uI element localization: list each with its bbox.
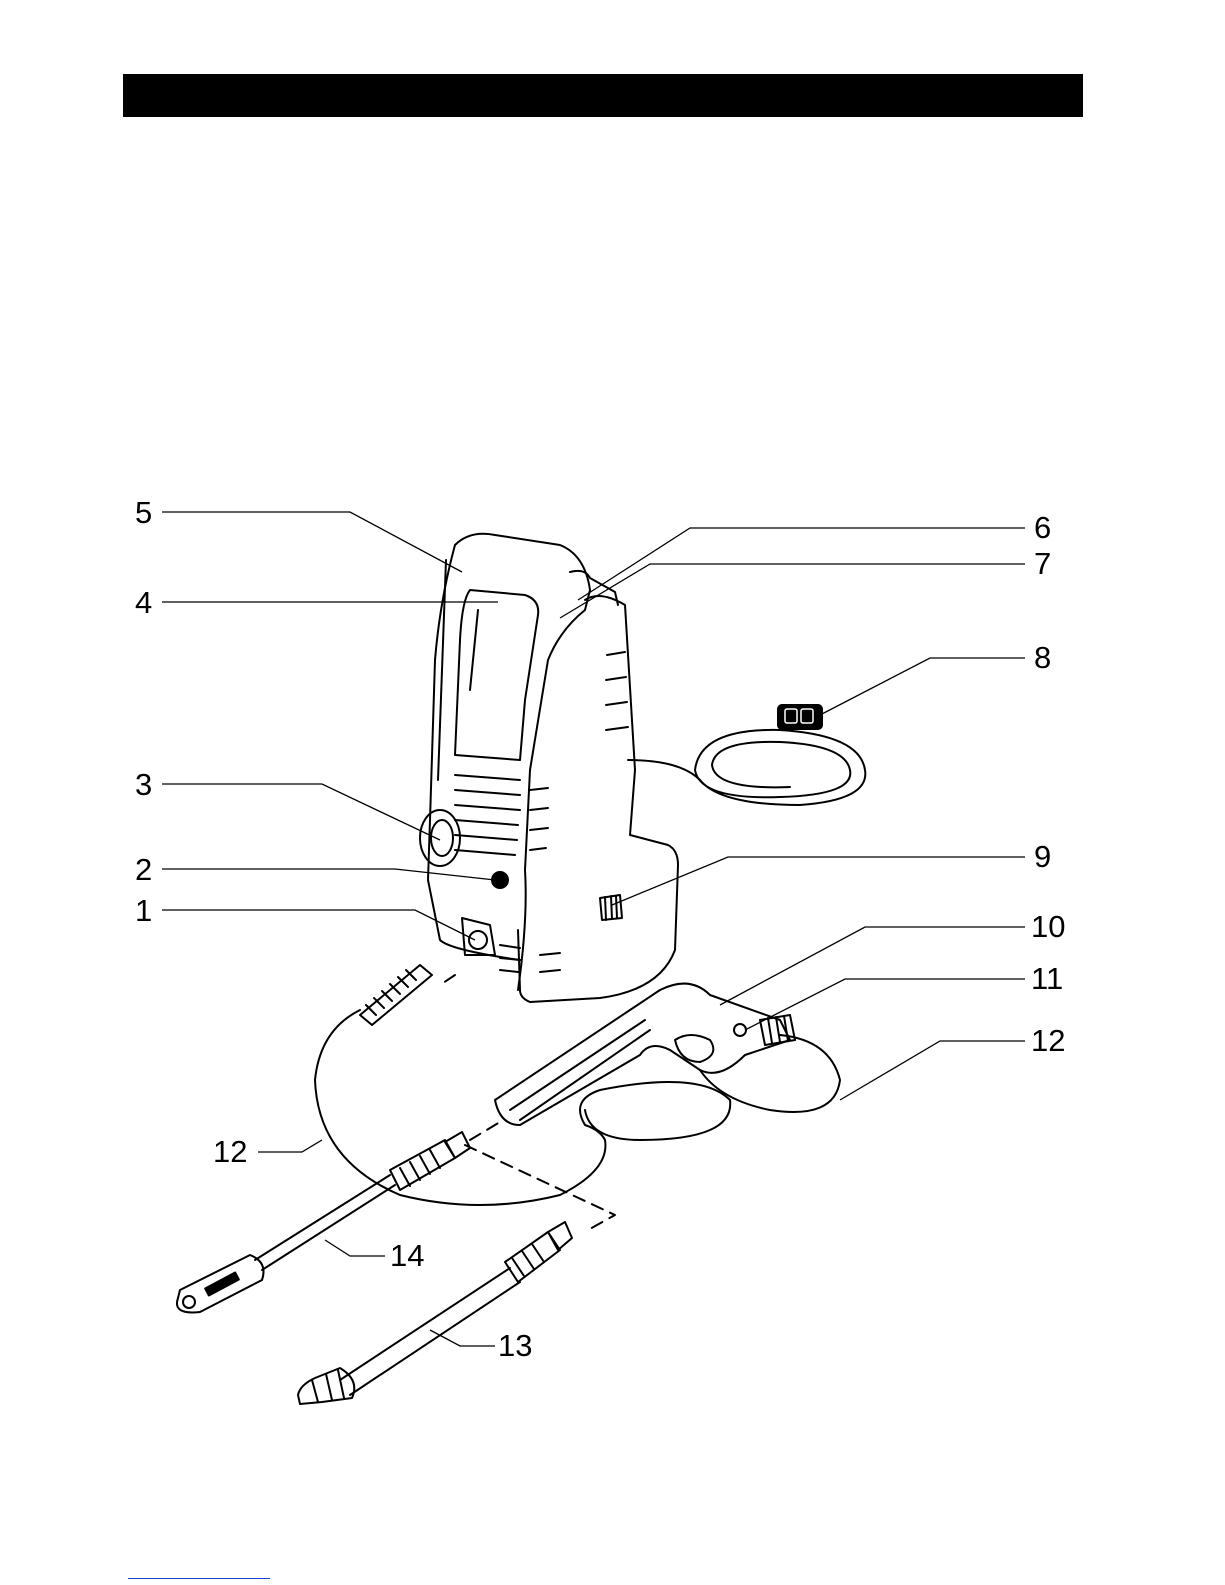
callout-9: 9 bbox=[1034, 839, 1051, 874]
callout-leaders bbox=[162, 512, 1025, 1346]
callout-14: 14 bbox=[390, 1238, 424, 1273]
callout-5: 5 bbox=[135, 495, 152, 530]
callout-8: 8 bbox=[1034, 640, 1051, 675]
callout-10: 10 bbox=[1031, 909, 1065, 944]
assembly-guides bbox=[440, 975, 615, 1230]
callout-12-right: 12 bbox=[1031, 1023, 1065, 1058]
footer-link-underline[interactable] bbox=[128, 1578, 270, 1579]
callout-13: 13 bbox=[498, 1328, 532, 1363]
power-cord bbox=[628, 705, 865, 805]
callout-2: 2 bbox=[135, 852, 152, 887]
callout-4: 4 bbox=[135, 585, 152, 620]
callout-3: 3 bbox=[135, 767, 152, 802]
callout-6: 6 bbox=[1034, 510, 1051, 545]
callout-11: 11 bbox=[1031, 961, 1063, 996]
callout-1: 1 bbox=[135, 893, 152, 928]
callout-12-left: 12 bbox=[213, 1134, 247, 1169]
callout-7: 7 bbox=[1034, 546, 1051, 581]
